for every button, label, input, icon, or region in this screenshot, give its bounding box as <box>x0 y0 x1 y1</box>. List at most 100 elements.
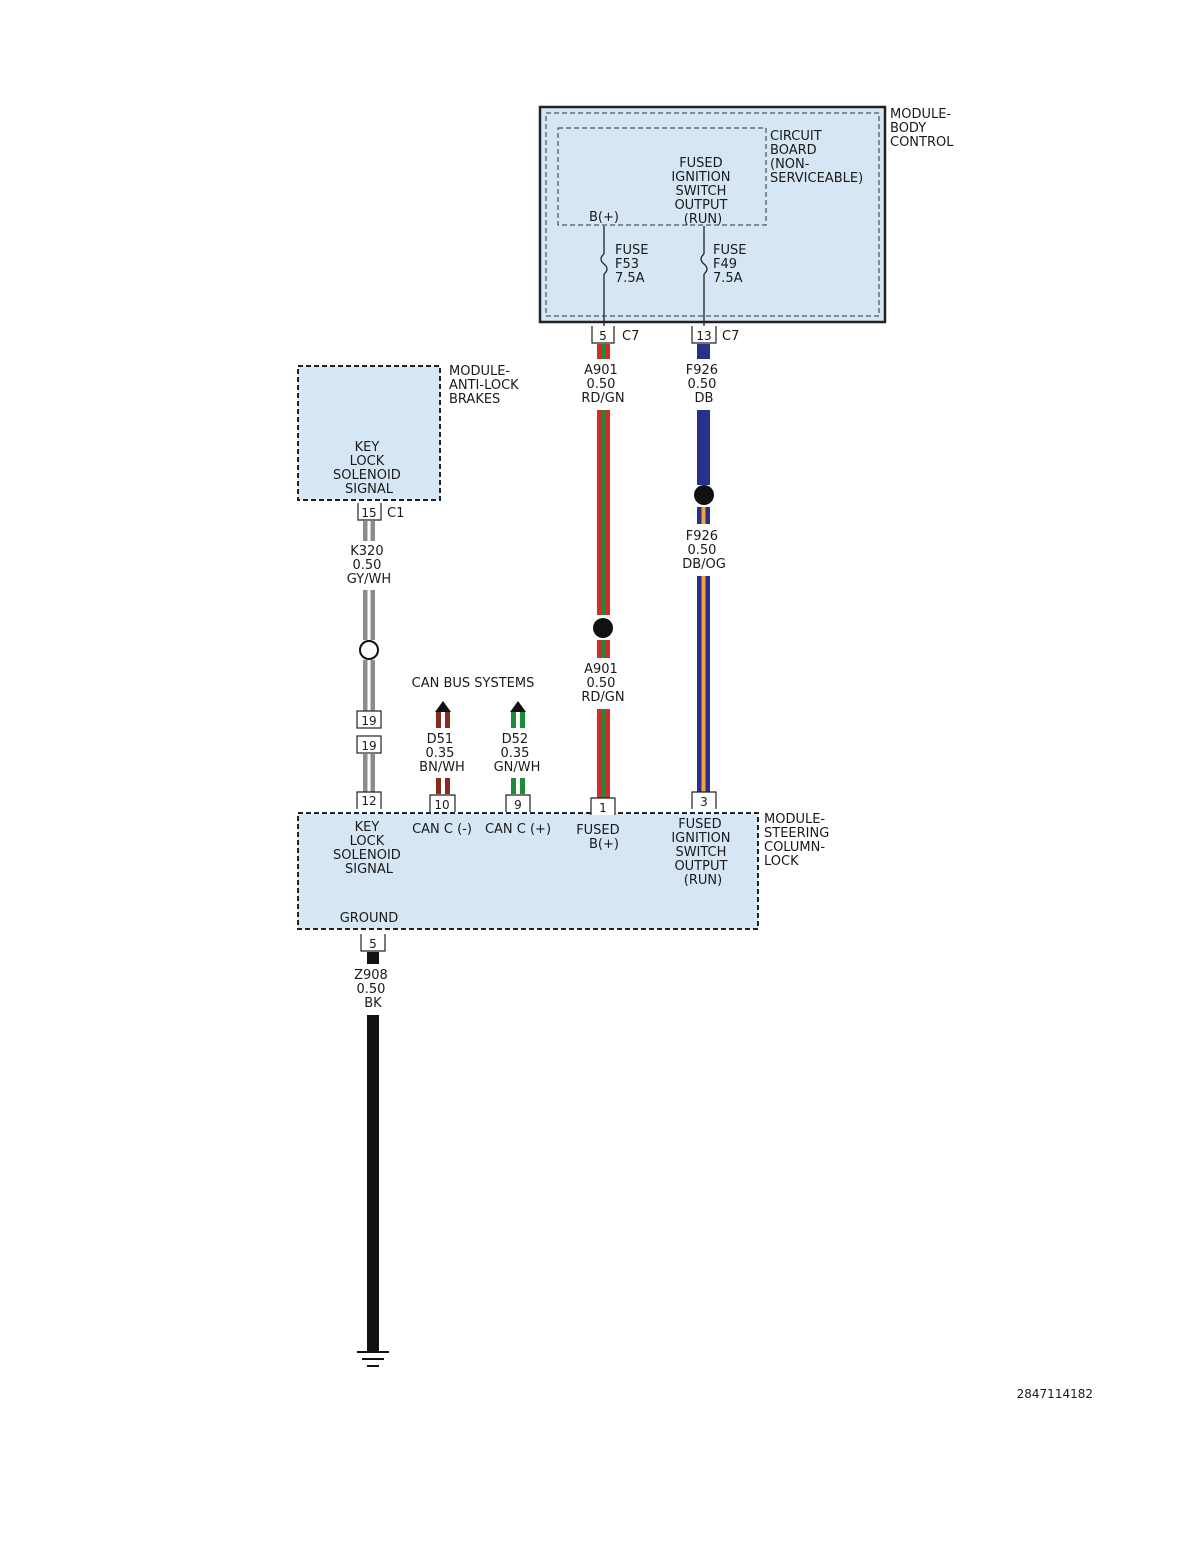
pin-number: 13 <box>696 329 711 343</box>
label-line: BRAKES <box>449 392 500 407</box>
connector-c1-label: C1 <box>387 506 404 521</box>
steering-column-lock-label: MODULE- STEERING COLUMN- LOCK <box>764 812 833 869</box>
wire-k320-seg0-stripe <box>367 521 371 541</box>
label-line: OUTPUT <box>674 859 727 874</box>
pin-number: 3 <box>700 795 708 809</box>
label-line: FUSED <box>576 823 619 838</box>
document-number: 2847114182 <box>1017 1387 1093 1401</box>
label-line: F53 <box>615 257 639 272</box>
ground-icon <box>357 1351 389 1367</box>
wire-a901-seg3-stripe <box>601 640 606 658</box>
pin-number: 9 <box>514 798 522 812</box>
label-line: ANTI-LOCK <box>449 378 519 393</box>
label-line: F926 <box>686 363 718 378</box>
wire-d51-top-stripe <box>441 712 445 728</box>
pin-number: 19 <box>361 739 376 753</box>
wire-a901-seg2-stripe <box>601 410 606 615</box>
label-line: F49 <box>713 257 737 272</box>
label-line: SIGNAL <box>345 482 394 497</box>
label-line: 0.35 <box>500 746 529 761</box>
label-line: 0.50 <box>352 558 381 573</box>
label-line: 0.50 <box>356 982 385 997</box>
wire-d52-bottom-stripe <box>516 778 520 794</box>
battery-positive-label: B(+) <box>589 210 619 225</box>
label-line: D51 <box>427 732 454 747</box>
pin-number: 15 <box>361 506 376 520</box>
label-line: GN/WH <box>494 760 541 775</box>
arrow-up-icon <box>435 701 451 712</box>
pin-number: 5 <box>369 937 377 951</box>
anti-lock-brakes-label: MODULE- ANTI-LOCK BRAKES <box>449 364 523 407</box>
pin-3-function-label: FUSED IGNITION SWITCH OUTPUT (RUN) <box>671 817 734 888</box>
label-line: LOCK <box>350 454 385 469</box>
label-line: IGNITION <box>671 170 730 185</box>
wire-f926-seg4-stripe <box>701 576 706 792</box>
wire-z908-seg1 <box>367 952 379 964</box>
wire-z908-seg2 <box>367 1015 379 1352</box>
body-control-module-label: MODULE- BODY CONTROL <box>890 107 955 150</box>
label-line: F926 <box>686 529 718 544</box>
label-line: RD/GN <box>581 690 624 705</box>
inline-connector-top <box>356 710 382 729</box>
label-line: FUSED <box>679 156 722 171</box>
wire-d52-label: D52 0.35 GN/WH <box>494 732 541 775</box>
wire-f926: F926 0.50 DB F926 0.50 DB/OG <box>682 344 726 792</box>
label-line: DB <box>695 391 714 406</box>
label-line: CONTROL <box>890 135 954 150</box>
anti-lock-brakes-box <box>297 365 441 501</box>
label-line: SWITCH <box>675 845 726 860</box>
wire-f926-seg1 <box>697 344 710 359</box>
label-line: BN/WH <box>419 760 465 775</box>
label-line: KEY <box>355 440 380 455</box>
label-line: 0.50 <box>586 377 615 392</box>
wire-a901-lower-label: A901 0.50 RD/GN <box>581 662 624 705</box>
label-line: (RUN) <box>684 212 722 227</box>
fuse-f53-symbol <box>600 253 608 275</box>
label-line: SERVICEABLE) <box>770 171 863 186</box>
label-line: A901 <box>584 363 618 378</box>
ground-label: GROUND <box>340 911 399 926</box>
wire-f926-lower-label: F926 0.50 DB/OG <box>682 529 726 572</box>
pin-12-function-label: KEY LOCK SOLENOID SIGNAL <box>333 820 405 877</box>
pin-number: 10 <box>434 798 449 812</box>
circuit-board-label: CIRCUIT BOARD (NON- SERVICEABLE) <box>770 129 863 186</box>
label-line: DB/OG <box>682 557 726 572</box>
circuit-board-box <box>557 127 767 226</box>
label-line: (NON- <box>770 157 810 172</box>
pin-box-9 <box>505 794 531 812</box>
pin-10-function-label: CAN C (-) <box>412 822 472 837</box>
label-line: 0.35 <box>425 746 454 761</box>
pin-box-15-c1 <box>357 503 382 521</box>
fuse-f53-label: FUSE F53 7.5A <box>615 243 653 286</box>
body-control-module: MODULE- BODY CONTROL CIRCUIT BOARD (NON-… <box>538 105 955 344</box>
label-line: K320 <box>350 544 383 559</box>
label-line: 0.50 <box>586 676 615 691</box>
label-line: BK <box>364 996 382 1011</box>
anti-lock-brakes-module: MODULE- ANTI-LOCK BRAKES KEY LOCK SOLENO… <box>297 364 523 521</box>
body-control-inner-dashed <box>545 112 880 317</box>
arrow-up-icon <box>510 701 526 712</box>
wire-f926-seg3-stripe <box>701 507 706 524</box>
label-line: COLUMN- <box>764 840 825 855</box>
connector-c7-label: C7 <box>622 329 639 344</box>
label-line: IGNITION <box>671 831 730 846</box>
body-control-module-box <box>538 105 887 324</box>
label-line: CIRCUIT <box>770 129 822 144</box>
wire-a901-upper-label: A901 0.50 RD/GN <box>581 363 624 406</box>
label-line: SOLENOID <box>333 848 401 863</box>
can-bus-systems: CAN BUS SYSTEMS D51 0.35 BN/WH D52 0.35 … <box>412 676 541 794</box>
connector-c7-label: C7 <box>722 329 739 344</box>
wire-a901: A901 0.50 RD/GN A901 0.50 RD/GN <box>581 344 625 798</box>
wire-f926-upper-label: F926 0.50 DB <box>686 363 722 406</box>
label-line: BODY <box>890 121 926 136</box>
fuse-f49-label: FUSE F49 7.5A <box>713 243 751 286</box>
pin-box-5-ground <box>360 934 386 952</box>
label-line: STEERING <box>764 826 829 841</box>
pin-number: 1 <box>599 801 607 815</box>
pin-1-function-label: FUSED B(+) <box>576 823 624 852</box>
wire-k320-label: K320 0.50 GY/WH <box>347 544 391 587</box>
label-line: 0.50 <box>687 377 716 392</box>
steering-column-lock-module: MODULE- STEERING COLUMN- LOCK 12 KEY LOC… <box>297 791 833 952</box>
label-line: SOLENOID <box>333 468 401 483</box>
